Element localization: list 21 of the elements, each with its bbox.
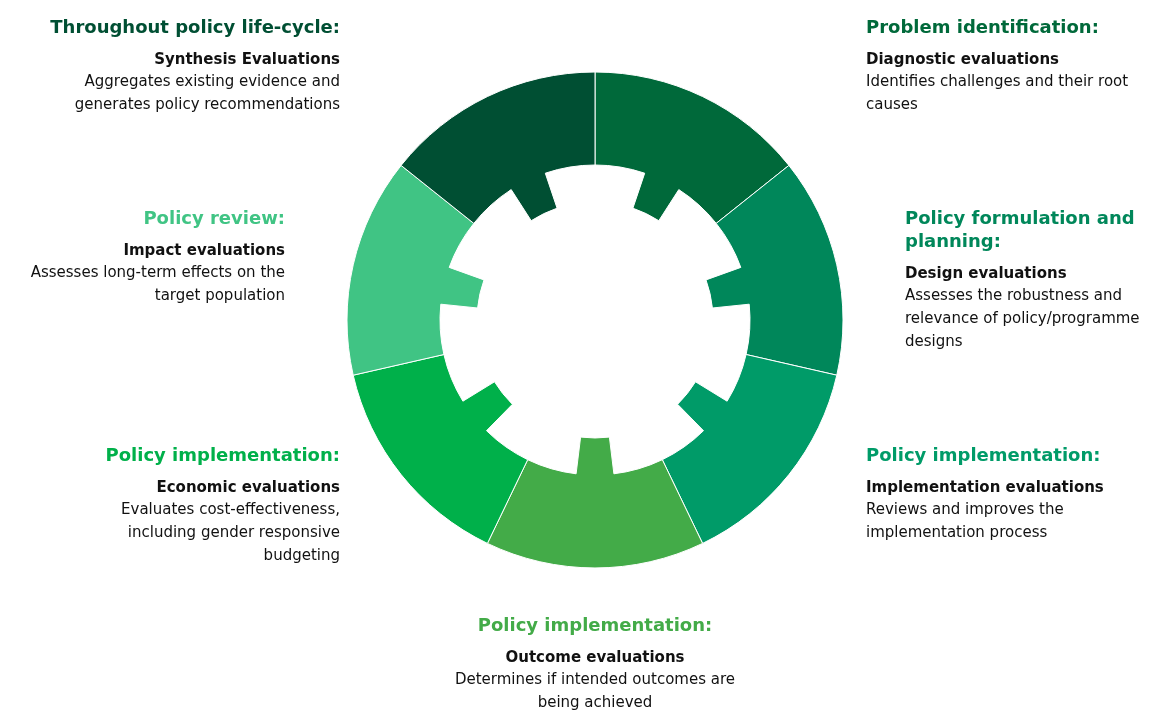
description-text: Aggregates existing evidence and generates policy recommendations [73, 71, 340, 115]
stage-heading: Problem identification: [866, 15, 1100, 38]
description-text: Reviews and improves the implementation process [866, 499, 1065, 543]
stage-heading: Policy implementation: [476, 613, 714, 636]
description-text: Evaluates cost-effectiveness, including gender responsive budgeting [120, 499, 340, 566]
stage-heading: Policy implementation: [866, 443, 1102, 466]
evaluation-title: Economic evaluations [155, 477, 340, 498]
description-text: Identifies challenges and their root causes [866, 71, 1130, 115]
stage-heading: Policy formulation and planning: [905, 206, 1136, 252]
stage-heading: Throughout policy life-cycle: [49, 15, 340, 38]
stage-heading: Policy review: [142, 206, 285, 229]
description-text: Assesses long-term effects on the target population [29, 262, 285, 306]
evaluation-title: Outcome evaluations [504, 647, 686, 668]
description-text: Assesses the robustness and relevance of policy/programme designs [905, 285, 1141, 352]
evaluation-title: Impact evaluations [122, 240, 285, 261]
evaluation-title: Implementation evaluations [866, 477, 1105, 498]
description-text: Determines if intended outcomes are being achieved [453, 669, 737, 713]
stage-heading: Policy implementation: [104, 443, 340, 466]
evaluation-title: Design evaluations [905, 263, 1068, 284]
evaluation-title: Synthesis Evaluations [153, 49, 340, 70]
evaluation-title: Diagnostic evaluations [866, 49, 1061, 70]
